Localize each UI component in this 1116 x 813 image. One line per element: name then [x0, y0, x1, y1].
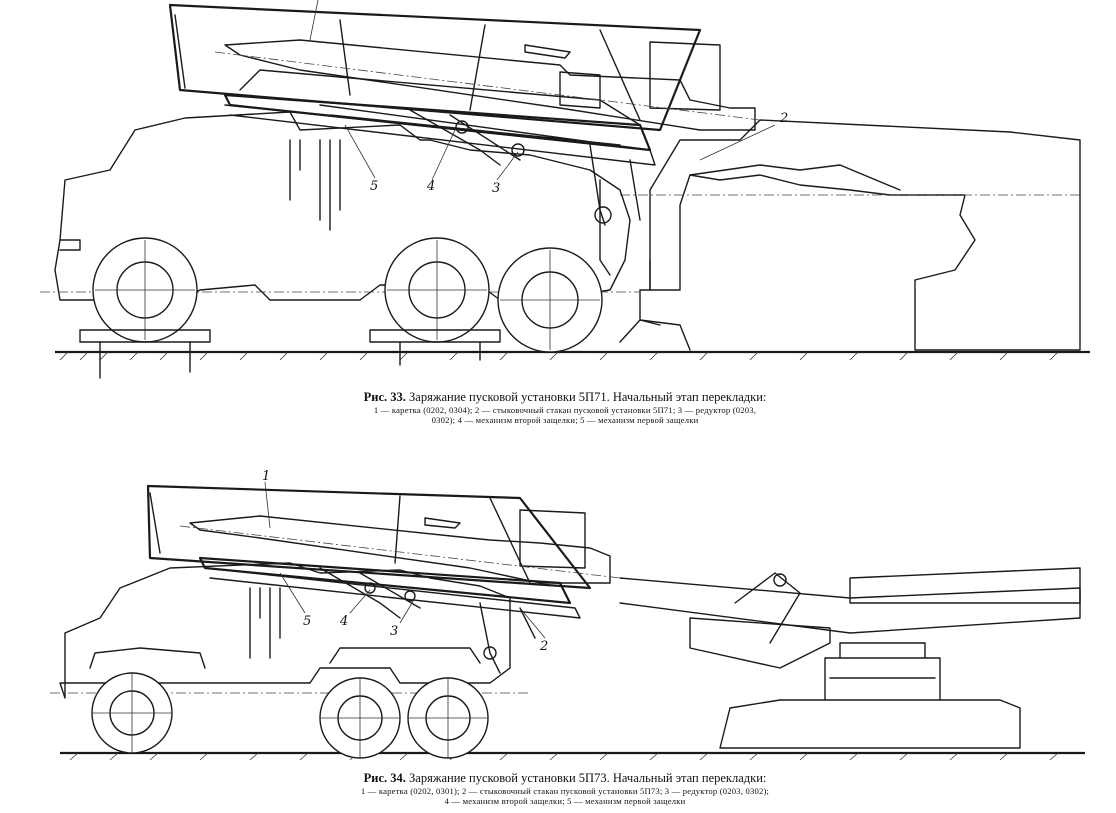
missile-body	[180, 510, 620, 583]
callout-2: 2	[779, 111, 788, 126]
launcher-rail	[200, 558, 580, 673]
callout-5: 5	[370, 179, 378, 194]
missile-container	[170, 5, 700, 130]
callout-1: 1	[262, 469, 270, 484]
callout-4: 4	[426, 179, 435, 194]
figure-33-legend-line-2: 0302); 4 — механизм второй защелки; 5 — …	[431, 415, 699, 425]
callout-leaders	[265, 482, 545, 638]
figure-34-title: Рис. 34. Заряжание пусковой установки 5П…	[300, 771, 830, 786]
figure-34-label: Рис. 34.	[363, 771, 406, 785]
callout-5: 5	[303, 614, 311, 629]
figure-33-caption: Рис. 33. Заряжание пусковой установки 5П…	[300, 390, 830, 425]
figure-34-title-text: Заряжание пусковой установки 5П73. Начал…	[409, 771, 767, 785]
outrigger-pads	[80, 320, 690, 378]
ground-line	[55, 352, 1090, 360]
figure-34-legend-line-1: 1 — каретка (0202, 0301); 2 — стыковочны…	[360, 786, 770, 796]
callout-4: 4	[339, 614, 348, 629]
figure-33-title-text: Заряжание пусковой установки 5П71. Начал…	[409, 390, 767, 404]
missile-container	[148, 486, 590, 588]
loading-boom	[620, 568, 1080, 668]
figure-33-legend: 1 — каретка (0202, 0304); 2 — стыковочны…	[300, 405, 830, 425]
wheel-rear	[408, 678, 488, 758]
launcher-pedestal	[720, 643, 1020, 748]
wheel-middle	[385, 238, 489, 342]
figure-33-legend-line-1: 1 — каретка (0202, 0304); 2 — стыковочны…	[373, 405, 757, 415]
wheel-front	[93, 238, 197, 342]
callout-3: 3	[390, 624, 398, 639]
wheel-rear	[498, 248, 602, 352]
callout-3: 3	[492, 181, 500, 196]
figure-34: 1 2 3 4 5 Рис. 34. Заряжание пусковой ус…	[0, 468, 1116, 806]
figure-34-legend: 1 — каретка (0202, 0301); 2 — стыковочны…	[300, 786, 830, 806]
figure-33: 2 3 4 5 Рис. 33. Заряжание пусковой уста…	[0, 0, 1116, 425]
missile-body	[215, 40, 760, 130]
transport-loader-vehicle	[620, 120, 1080, 350]
figure-34-drawing: 1 2 3 4 5	[0, 469, 1116, 768]
wheel-middle	[320, 678, 400, 758]
figure-33-label: Рис. 33.	[363, 390, 406, 404]
wheel-front	[92, 673, 172, 753]
callout-leaders	[310, 0, 775, 180]
callout-2: 2	[539, 639, 548, 654]
figure-33-title: Рис. 33. Заряжание пусковой установки 5П…	[300, 390, 830, 405]
figure-34-legend-line-2: 4 — механизм второй защелки; 5 — механиз…	[444, 796, 686, 806]
ground-line	[60, 753, 1085, 760]
figure-33-drawing: 2 3 4 5	[0, 0, 1116, 385]
launcher-rail	[225, 95, 655, 225]
figure-34-caption: Рис. 34. Заряжание пусковой установки 5П…	[300, 771, 830, 806]
